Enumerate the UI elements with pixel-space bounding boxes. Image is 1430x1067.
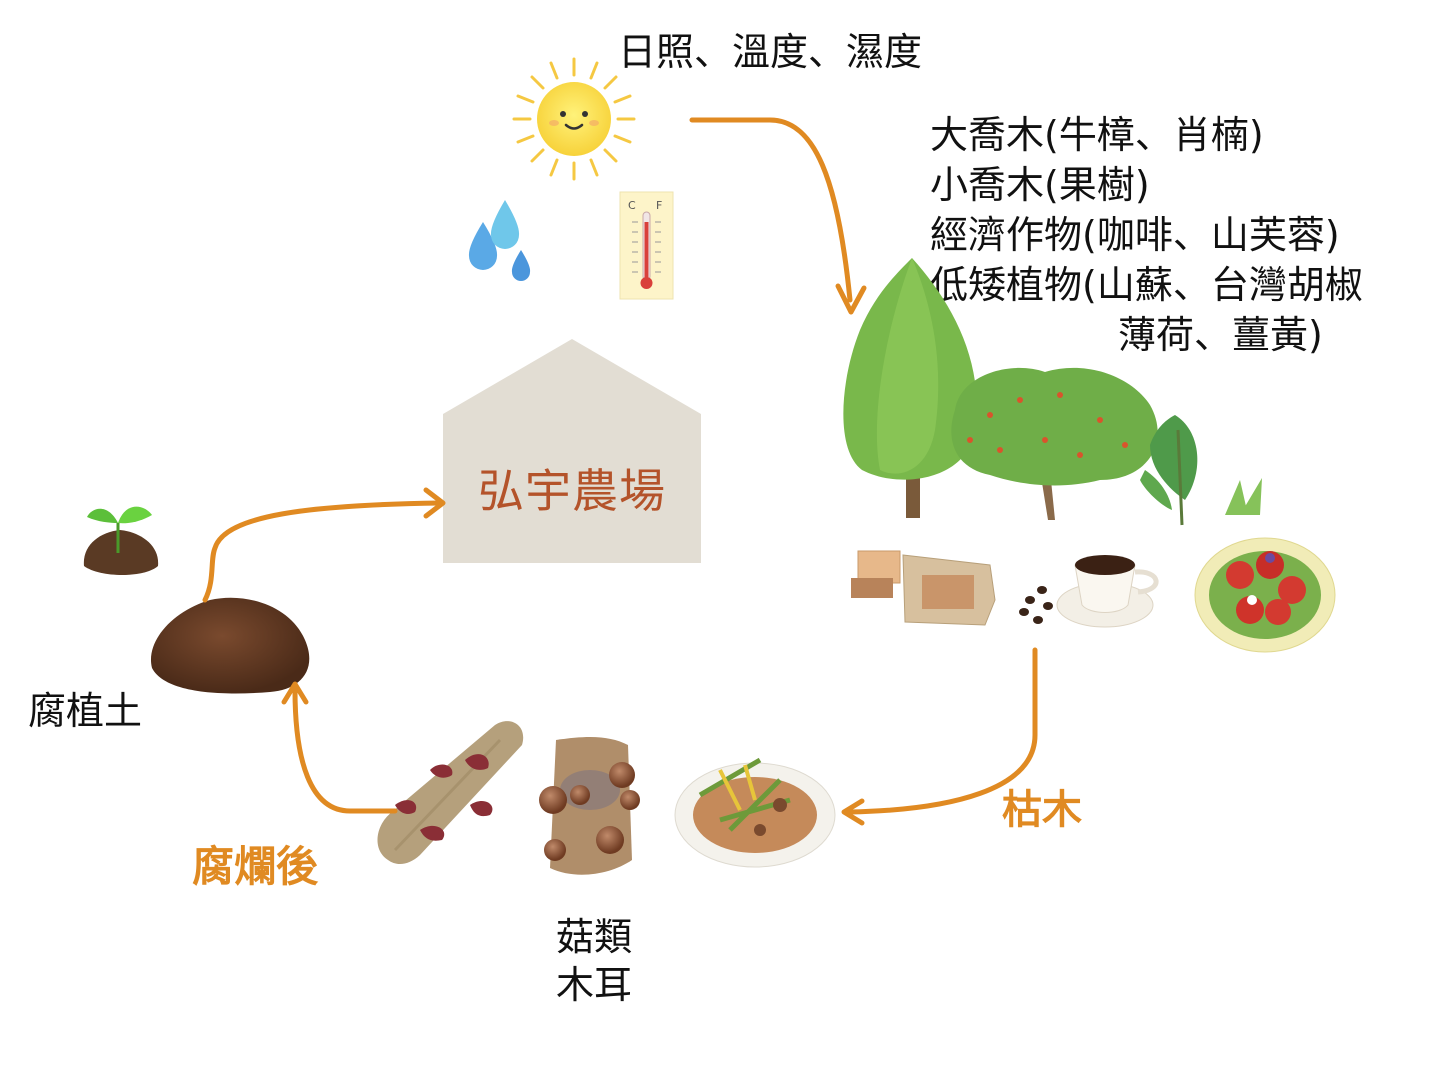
plant-line-5: 薄荷、薑黃) [1118,313,1323,357]
rot-label: 腐爛後 [192,842,319,891]
soil-mound-icon [150,597,310,694]
fungi-line-1: 菇類 [556,915,633,959]
farm-house-shape [443,339,701,563]
deadwood-label: 枯木 [1002,787,1082,833]
arrow-sun-to-trees [689,117,853,303]
trees-icon [843,258,1262,526]
plant-line-2: 小喬木(果樹) [930,163,1150,207]
arrow-humus-to-farm [202,500,443,603]
arrow-humus-to-farm-head [423,487,446,519]
mushroom-log-icon [539,737,640,875]
svg-text:C: C [628,199,636,212]
arrow-deadwood-to-mushrooms [847,647,1038,815]
plant-line-3: 經濟作物(咖啡、山芙蓉) [930,213,1340,257]
climate-label: 日照、溫度、濕度 [618,30,923,74]
log-fungus-icon [377,721,524,865]
sun-icon [512,57,636,181]
farm-name: 弘宇農場 [478,464,666,518]
thermometer-icon: C F [619,191,674,300]
svg-text:F: F [656,199,662,212]
arrow-rot-to-humus-head [281,681,309,705]
plant-line-4: 低矮植物(山蘇、台灣胡椒 [930,263,1363,307]
water-drops-icon [468,200,531,281]
fungi-line-2: 木耳 [556,963,633,1007]
salad-plate-icon [1194,537,1336,653]
flow-arrows [202,117,1038,826]
arrow-deadwood-to-mushrooms-head [841,798,865,826]
brown-sugar-icon [851,550,996,626]
arrow-rot-to-humus [292,687,398,814]
mushroom-plate-icon [674,757,836,868]
coffee-cup-icon [1019,555,1159,628]
plant-line-1: 大喬木(牛樟、肖楠) [930,113,1264,157]
sprout-icon [83,506,159,575]
humus-label: 腐植土 [28,689,143,733]
arrow-sun-to-trees-head [835,283,867,315]
